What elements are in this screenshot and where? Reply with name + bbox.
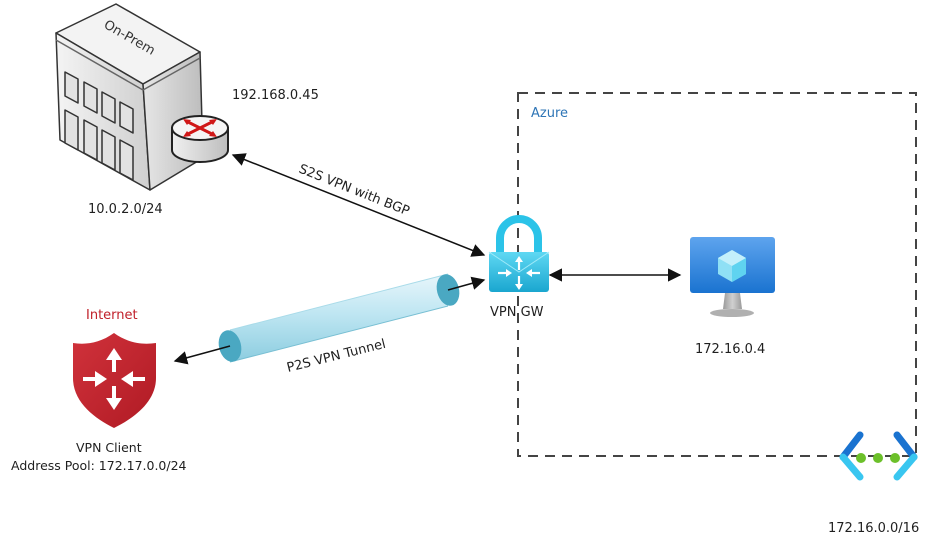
virtual-machine-icon <box>690 237 775 317</box>
s2s-connection-line <box>231 153 486 257</box>
vnet-cidr-label: 172.16.0.0/16 <box>828 521 919 536</box>
s2s-connection-label: S2S VPN with BGP <box>297 162 412 220</box>
internet-label: Internet <box>86 308 138 323</box>
router-icon <box>171 115 229 163</box>
onprem-public-ip: 192.168.0.45 <box>232 88 319 103</box>
vpn-client-address-pool: Address Pool: 172.17.0.0/24 <box>11 458 187 473</box>
vpn-gateway-icon <box>488 215 550 292</box>
vm-ip-label: 172.16.0.4 <box>695 342 765 357</box>
vpn-gateway-label: VPN GW <box>490 305 544 320</box>
virtual-network-icon <box>839 431 918 481</box>
vpn-client-label: VPN Client <box>76 440 142 455</box>
onprem-building-icon: On-Prem <box>55 3 204 191</box>
azure-region-boundary <box>517 92 917 457</box>
onprem-subnet: 10.0.2.0/24 <box>88 202 163 217</box>
p2s-arrow-to-client <box>173 345 231 365</box>
p2s-arrow-to-gateway <box>447 276 486 291</box>
azure-region-label: Azure <box>531 106 568 121</box>
vpn-client-shield-icon <box>73 333 156 428</box>
